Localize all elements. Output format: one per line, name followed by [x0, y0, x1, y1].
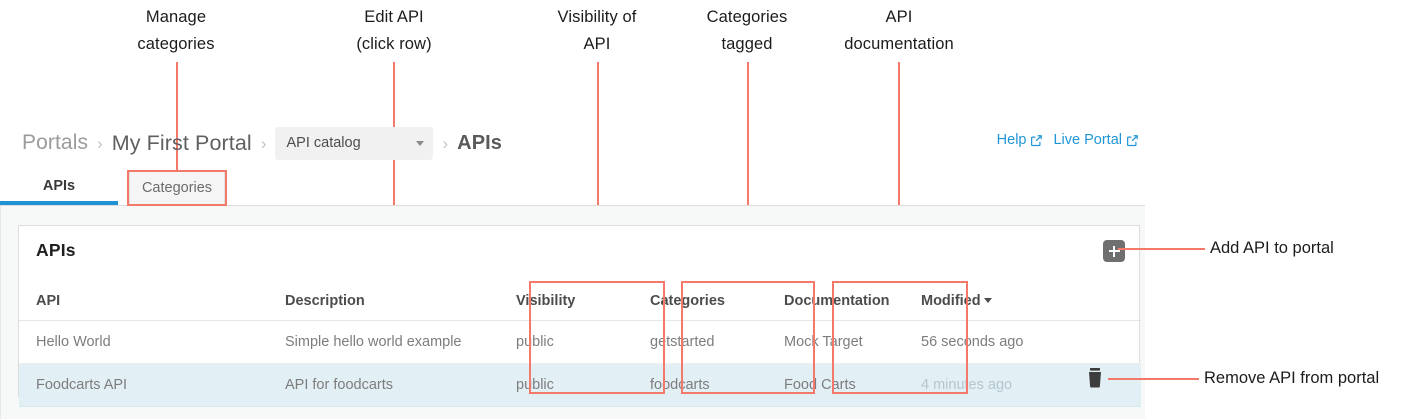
table-body: Hello World Simple hello world example p… [19, 320, 1141, 407]
callout-label-manage-categories: Manage categories [137, 8, 215, 53]
cell-visibility: public [516, 363, 650, 407]
column-header-modified[interactable]: Modified [921, 282, 1141, 321]
table-row[interactable]: Hello World Simple hello world example p… [19, 320, 1141, 364]
callout-line-visibility-of-api [597, 62, 599, 282]
tab-categories[interactable]: Categories [129, 170, 225, 204]
help-link[interactable]: Help [997, 132, 1044, 148]
cell-description: API for foodcarts [285, 363, 516, 407]
callout-label-visibility-of-api: Visibility of API [557, 8, 637, 53]
cell-documentation: Mock Target [784, 320, 921, 364]
tab-apis[interactable]: APIs [0, 170, 118, 205]
delete-api-button[interactable] [1084, 366, 1106, 390]
cell-api: Foodcarts API [19, 363, 285, 407]
column-header-description[interactable]: Description [285, 282, 516, 321]
catalog-select-value: API catalog [286, 135, 361, 151]
panel-title: APIs [36, 240, 76, 260]
table-row[interactable]: Foodcarts API API for foodcarts public f… [19, 363, 1141, 407]
column-header-modified-label: Modified [921, 292, 981, 309]
breadcrumb-separator-icon: › [442, 133, 449, 153]
table-header-row: API Description Visibility Categories Do… [19, 282, 1141, 321]
cell-modified: 4 minutes ago [921, 363, 1141, 407]
apis-panel: APIs API Description Visibility Categori… [18, 225, 1141, 407]
column-header-api[interactable]: API [19, 282, 285, 321]
catalog-select[interactable]: API catalog [275, 126, 434, 160]
callout-line-remove-api [1108, 378, 1199, 380]
sort-descending-icon [983, 298, 992, 304]
callout-label-remove-api: Remove API from portal [1204, 369, 1380, 387]
tab-categories-label: Categories [141, 179, 213, 196]
callout-label-categories-tagged: Categories tagged [706, 8, 788, 53]
callout-line-add-api [1118, 248, 1205, 250]
callout-line-categories-tagged [747, 62, 749, 282]
callout-line-api-documentation [898, 62, 900, 282]
cell-categories: foodcarts [650, 363, 784, 407]
cell-documentation: Food Carts [784, 363, 921, 407]
table-head: API Description Visibility Categories Do… [19, 282, 1141, 321]
external-link-icon [1127, 134, 1138, 146]
tab-bar: APIs Categories [0, 170, 1145, 206]
column-header-visibility[interactable]: Visibility [516, 282, 650, 321]
cell-description: Simple hello world example [285, 320, 516, 364]
cell-modified: 56 seconds ago [921, 320, 1141, 364]
chevron-down-icon [416, 140, 425, 146]
breadcrumb: Portals › My First Portal › API catalog … [22, 126, 502, 160]
breadcrumb-portals[interactable]: Portals [22, 131, 89, 154]
live-portal-link[interactable]: Live Portal [1053, 132, 1139, 148]
trash-icon [1089, 368, 1101, 388]
cell-categories: getstarted [650, 320, 784, 364]
cell-api: Hello World [19, 320, 285, 364]
plus-icon [1108, 245, 1120, 257]
callout-label-api-documentation: API documentation [844, 8, 954, 53]
add-api-button[interactable] [1103, 240, 1125, 262]
help-link-label: Help [996, 132, 1027, 148]
callout-label-edit-api: Edit API (click row) [356, 8, 432, 53]
cell-visibility: public [516, 320, 650, 364]
callout-label-add-api: Add API to portal [1210, 239, 1334, 257]
external-link-icon [1031, 134, 1043, 146]
header-links: Help Live Portal [997, 132, 1139, 148]
breadcrumb-separator-icon: › [97, 133, 103, 153]
column-header-categories[interactable]: Categories [650, 282, 784, 321]
callout-line-manage-categories [176, 62, 178, 172]
breadcrumb-separator-icon: › [260, 133, 267, 153]
tab-apis-label: APIs [42, 177, 76, 194]
apis-table: API Description Visibility Categories Do… [19, 282, 1141, 407]
live-portal-link-label: Live Portal [1053, 132, 1122, 148]
breadcrumb-current: APIs [457, 131, 503, 154]
breadcrumb-portal-name[interactable]: My First Portal [111, 130, 252, 155]
column-header-documentation[interactable]: Documentation [784, 282, 921, 321]
